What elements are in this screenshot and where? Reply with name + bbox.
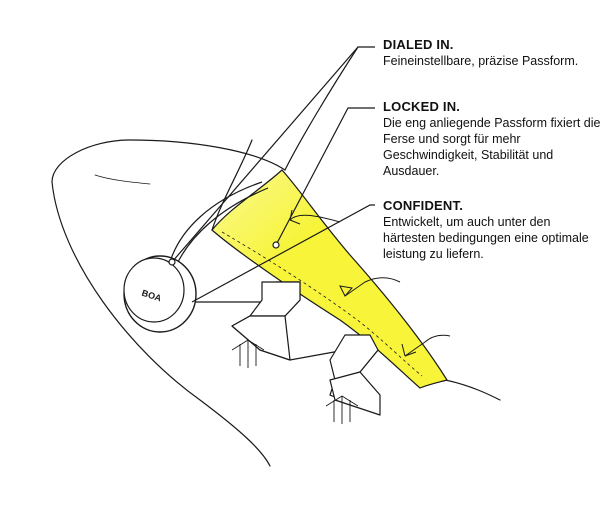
callout-dialed-in: DIALED IN. Feineinstellbare, präzise Pas… (383, 37, 605, 69)
callout-text: Die eng anliegende Passform fixiert die … (383, 116, 601, 178)
heel-lock-zone (211, 169, 448, 389)
leader-confident (191, 204, 375, 303)
callout-confident: CONFIDENT. Entwickelt, um auch unter den… (383, 198, 605, 262)
compression-arrows (289, 209, 451, 357)
callout-title: CONFIDENT. (383, 198, 463, 213)
leader-locked (275, 107, 375, 246)
leader-lines (171, 46, 375, 303)
callout-title: LOCKED IN. (383, 99, 461, 114)
leader-dialed (171, 46, 375, 263)
callout-text: Feineinstellbare, präzise Passform. (383, 54, 579, 68)
callout-text: Entwickelt, um auch unter den härtesten … (383, 215, 589, 261)
lace-guides (231, 281, 381, 416)
stitching-line (221, 231, 423, 377)
shoe-outline (51, 46, 501, 467)
callout-title: DIALED IN. (383, 37, 454, 52)
callout-locked-in: LOCKED IN. Die eng anliegende Passform f… (383, 99, 605, 179)
leader-dots (168, 241, 280, 266)
boa-dial: BOA (123, 255, 197, 333)
pressure-arrows (231, 339, 359, 424)
